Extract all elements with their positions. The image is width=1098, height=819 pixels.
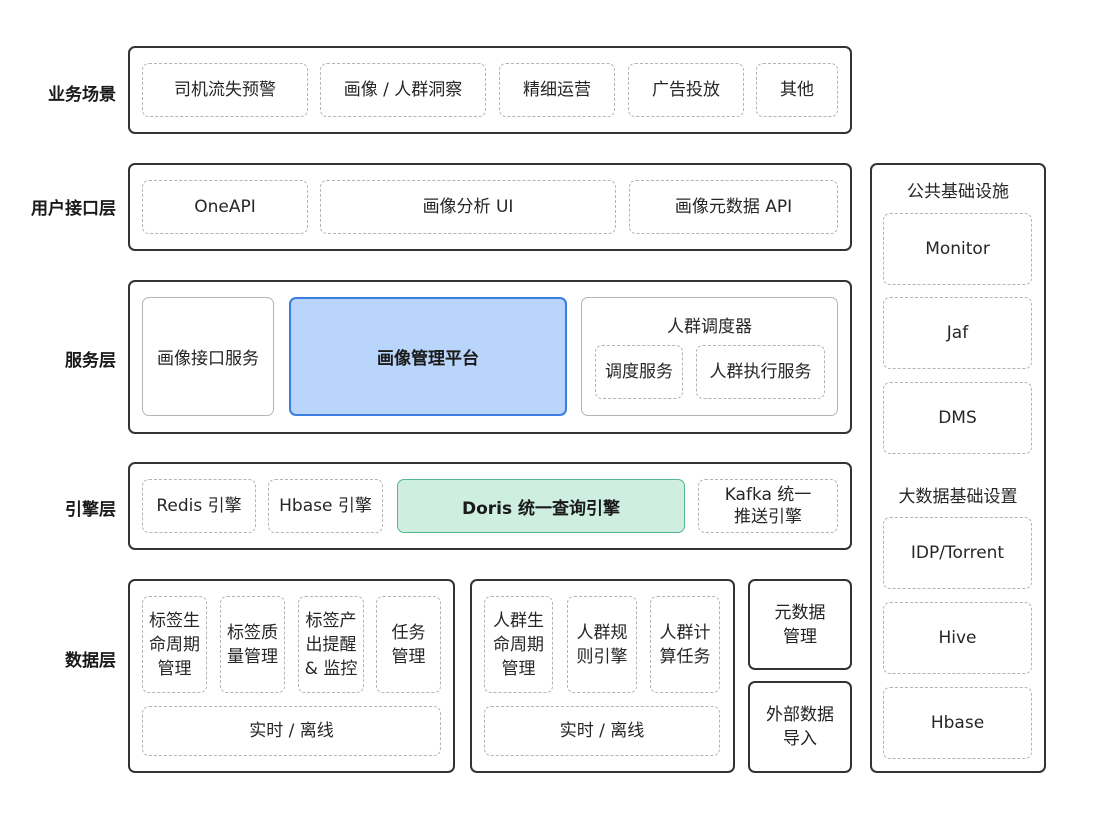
bigdata-infra-title: 大数据基础设置 [898, 487, 1018, 507]
engine-redis: Redis 引擎 [142, 479, 256, 533]
crowd-scheduler-execution-service: 人群执行服务 [696, 345, 825, 399]
bigdata-hive: Hive [883, 602, 1032, 674]
business-item-ads: 广告投放 [628, 63, 744, 117]
data-tag-quality: 标签质 量管理 [220, 596, 285, 693]
business-item-driver-churn: 司机流失预警 [142, 63, 308, 117]
data-tag-alert-monitor: 标签产 出提醒 & 监控 [298, 596, 364, 693]
business-item-other: 其他 [756, 63, 838, 117]
service-portrait-platform: 画像管理平台 [289, 297, 567, 416]
crowd-scheduler-dispatch-service: 调度服务 [595, 345, 683, 399]
data-crowd-rule-engine: 人群规 则引擎 [567, 596, 637, 693]
business-item-portrait-insight: 画像 / 人群洞察 [320, 63, 486, 117]
row-label-service: 服务层 [65, 351, 116, 371]
bigdata-idp-torrent: IDP/Torrent [883, 517, 1032, 589]
data-task-management: 任务 管理 [376, 596, 441, 693]
row-label-engine: 引擎层 [65, 500, 116, 520]
service-portrait-interface: 画像接口服务 [142, 297, 274, 416]
row-label-user-interface: 用户接口层 [31, 199, 116, 219]
business-item-fine-operation: 精细运营 [499, 63, 615, 117]
ui-item-portrait-analysis-ui: 画像分析 UI [320, 180, 616, 234]
service-portrait-interface-label: 画像接口服务 [157, 349, 259, 369]
service-portrait-platform-label: 画像管理平台 [377, 349, 479, 369]
engine-doris-label: Doris 统一查询引擎 [461, 498, 621, 519]
public-infra-monitor: Monitor [883, 213, 1032, 285]
ui-item-oneapi: OneAPI [142, 180, 308, 234]
data-crowd-compute-task: 人群计 算任务 [650, 596, 720, 693]
data-crowd-realtime-offline: 实时 / 离线 [484, 706, 720, 756]
data-external-import: 外部数据 导入 [748, 681, 852, 773]
data-metadata-management: 元数据 管理 [748, 579, 852, 670]
public-infra-jaf: Jaf [883, 297, 1032, 369]
row-label-business: 业务场景 [48, 85, 116, 105]
bigdata-hbase: Hbase [883, 687, 1032, 759]
ui-item-portrait-metadata-api: 画像元数据 API [629, 180, 838, 234]
engine-hbase: Hbase 引擎 [268, 479, 383, 533]
engine-doris-unified-query: Doris 统一查询引擎 [397, 479, 685, 533]
public-infra-dms: DMS [883, 382, 1032, 454]
data-tag-realtime-offline: 实时 / 离线 [142, 706, 441, 756]
public-infra-title: 公共基础设施 [907, 182, 1009, 202]
data-tag-lifecycle: 标签生 命周期 管理 [142, 596, 207, 693]
row-label-data: 数据层 [65, 651, 116, 671]
engine-kafka-push: Kafka 统一 推送引擎 [698, 479, 838, 533]
crowd-scheduler-title: 人群调度器 [667, 317, 752, 337]
data-crowd-lifecycle: 人群生 命周期 管理 [484, 596, 553, 693]
